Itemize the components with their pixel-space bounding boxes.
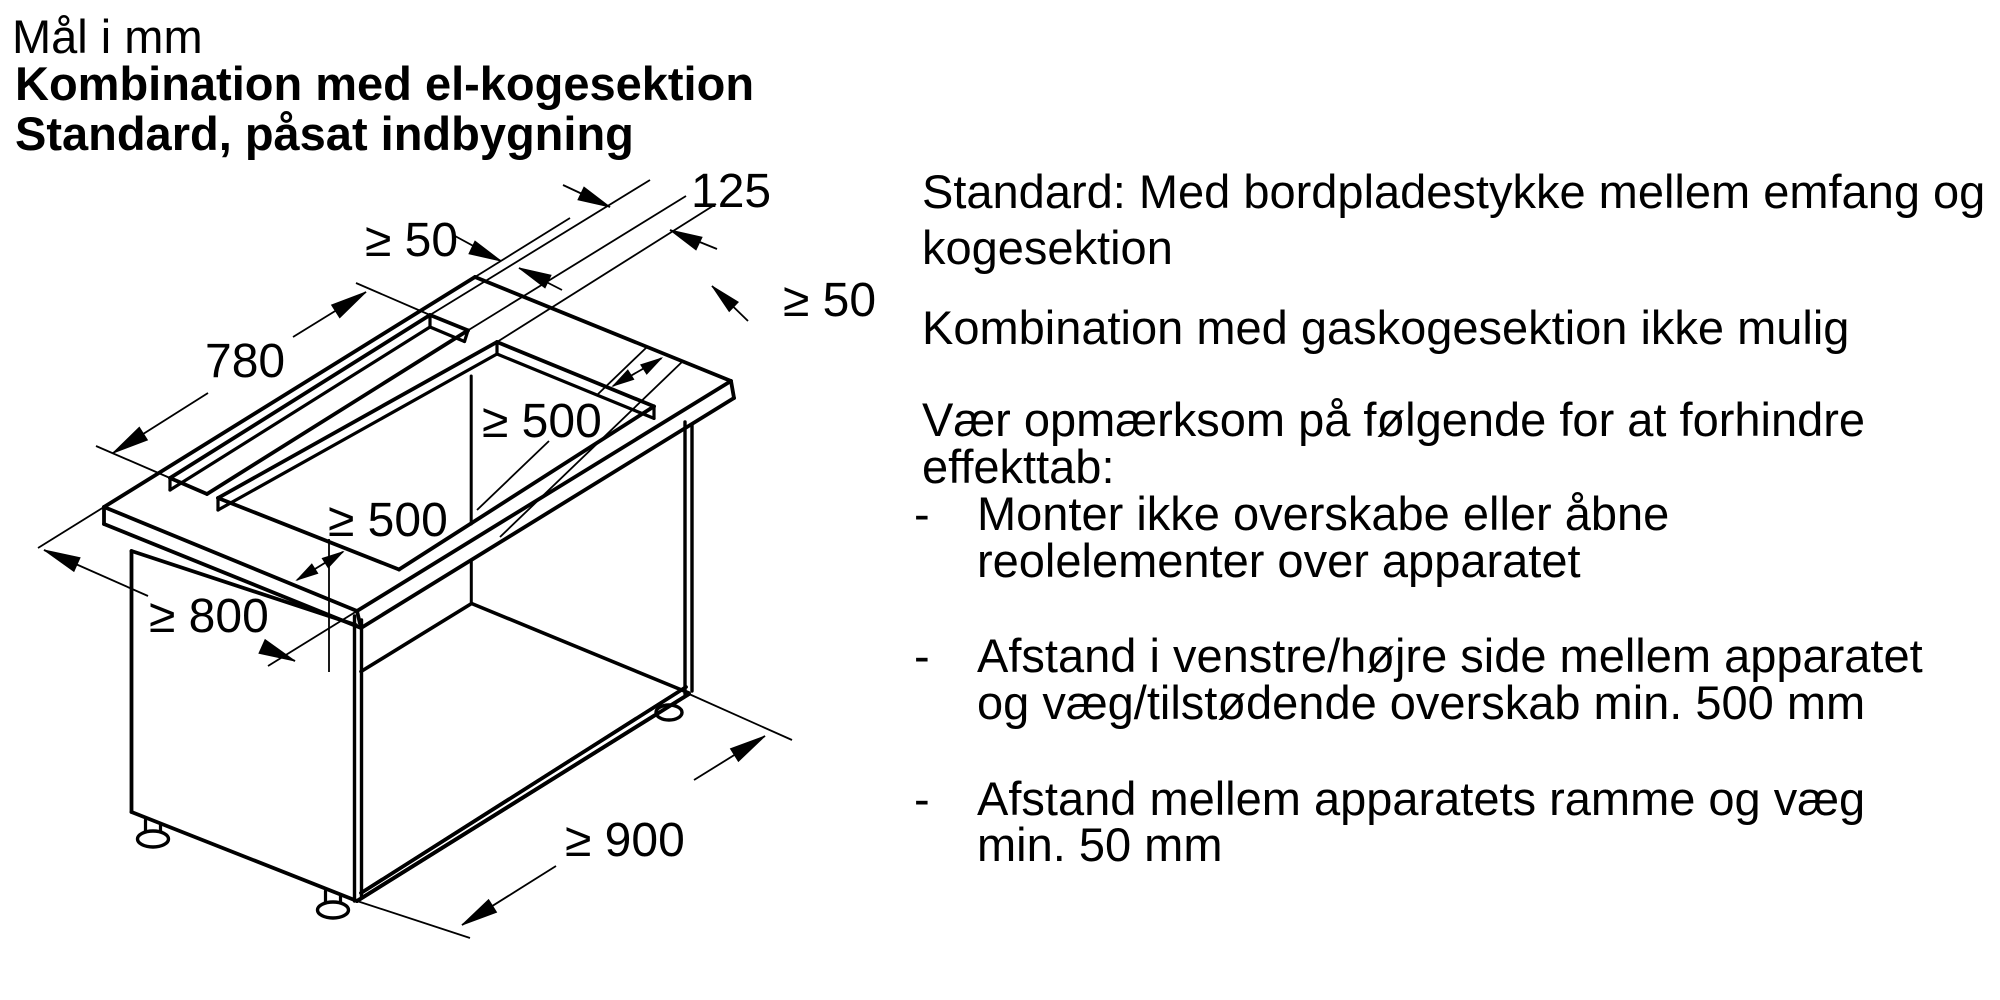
- svg-text:-: -: [914, 772, 930, 825]
- svg-text:-: -: [914, 487, 930, 540]
- svg-text:Mål i mm: Mål i mm: [12, 10, 203, 63]
- svg-text:≥ 500: ≥ 500: [482, 395, 602, 448]
- svg-text:Standard, påsat indbygning: Standard, påsat indbygning: [15, 107, 634, 160]
- svg-text:Kombination med gaskogesektion: Kombination med gaskogesektion ikke muli…: [922, 301, 1849, 354]
- svg-text:reolelementer over apparatet: reolelementer over apparatet: [977, 534, 1581, 587]
- svg-text:Afstand mellem apparatets ramm: Afstand mellem apparatets ramme og væg: [977, 772, 1865, 825]
- svg-text:kogesektion: kogesektion: [922, 221, 1173, 274]
- svg-text:Afstand i venstre/højre side m: Afstand i venstre/højre side mellem appa…: [977, 629, 1923, 682]
- svg-text:Vær opmærksom på følgende for: Vær opmærksom på følgende for at forhind…: [922, 393, 1865, 446]
- svg-text:≥ 800: ≥ 800: [149, 590, 269, 643]
- svg-text:≥ 50: ≥ 50: [365, 214, 458, 267]
- svg-text:≥ 50: ≥ 50: [783, 274, 876, 327]
- svg-text:Monter ikke overskabe eller åb: Monter ikke overskabe eller åbne: [977, 487, 1669, 540]
- svg-text:-: -: [914, 629, 930, 682]
- svg-text:780: 780: [205, 335, 285, 388]
- svg-text:effekttab:: effekttab:: [922, 440, 1115, 493]
- svg-text:min. 50 mm: min. 50 mm: [977, 818, 1223, 871]
- svg-text:Standard: Med bordpladestykke: Standard: Med bordpladestykke mellem emf…: [922, 165, 1985, 218]
- svg-text:125: 125: [691, 165, 771, 218]
- svg-text:≥ 500: ≥ 500: [328, 494, 448, 547]
- svg-text:Kombination med el-kogesektion: Kombination med el-kogesektion: [15, 57, 754, 110]
- svg-text:≥ 900: ≥ 900: [565, 814, 685, 867]
- svg-text:og væg/tilstødende overskab mi: og væg/tilstødende overskab min. 500 mm: [977, 676, 1865, 729]
